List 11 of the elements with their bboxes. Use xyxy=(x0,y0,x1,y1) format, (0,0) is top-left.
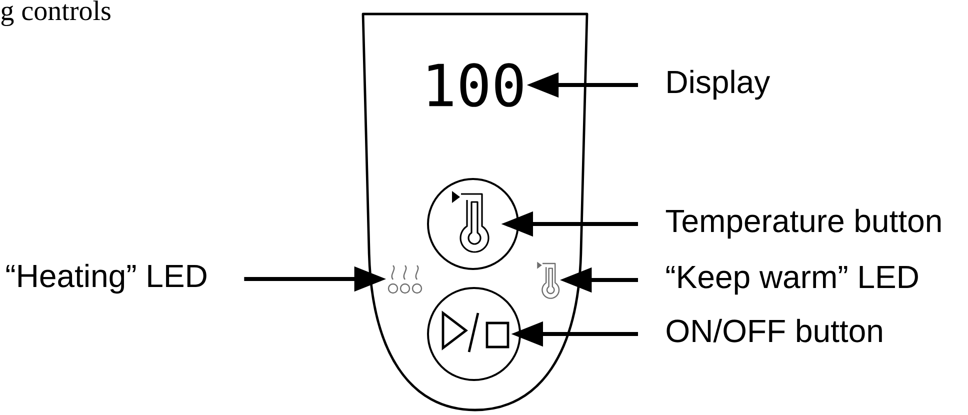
display-readout: 100 xyxy=(428,63,523,107)
callout-label: “Keep warm” LED xyxy=(666,266,918,295)
callout-label: ON/OFF button xyxy=(666,318,882,342)
heading: g controls xyxy=(1,0,110,26)
callout-label: Display xyxy=(668,70,770,100)
temperature-button xyxy=(427,178,519,270)
on-off-button xyxy=(427,287,521,381)
callout-label: Temperature button xyxy=(666,208,941,239)
steam-icon xyxy=(388,265,422,294)
thermometer-icon xyxy=(537,262,560,299)
callout-label: “Heating” LED xyxy=(6,264,206,294)
